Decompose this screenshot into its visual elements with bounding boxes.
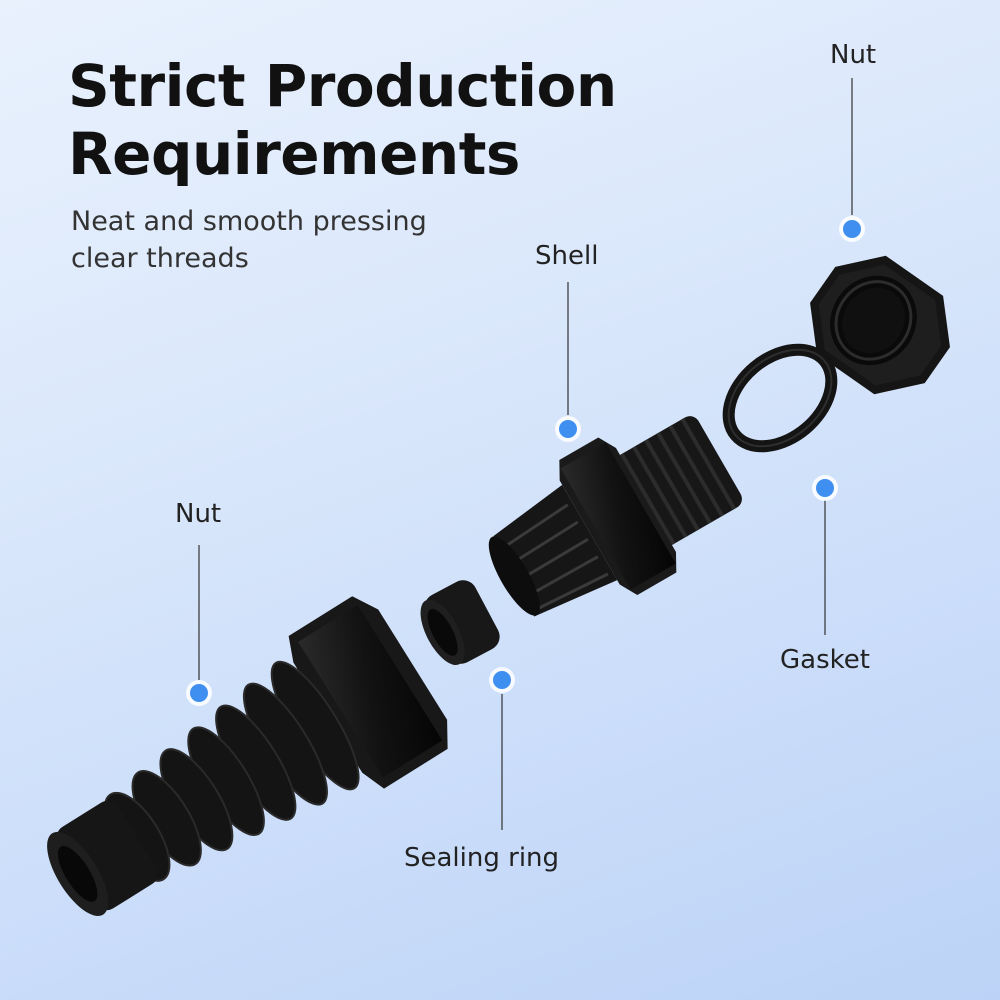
dot-sealing-ring (493, 671, 511, 689)
label-nut-top: Nut (830, 40, 877, 70)
label-gasket: Gasket (780, 645, 870, 675)
dot-nut-left (190, 684, 208, 702)
dot-gasket (816, 479, 834, 497)
shell-part (488, 416, 742, 617)
sealing-ring-part (420, 580, 500, 665)
subheadline-line-1: Neat and smooth pressing (71, 206, 427, 237)
dot-nut-top (843, 220, 861, 238)
headline-line-1: Strict Production (68, 52, 617, 120)
hex-nut-part (810, 255, 950, 395)
strain-relief-nut-part (47, 596, 448, 916)
headline: Strict Production Requirements (68, 52, 617, 188)
gasket-part (722, 343, 838, 453)
leader-lines (198, 78, 853, 830)
subheadline: Neat and smooth pressing clear threads (71, 203, 427, 277)
dot-shell (559, 420, 577, 438)
subheadline-line-2: clear threads (71, 243, 249, 274)
label-nut-left: Nut (175, 499, 222, 529)
label-shell: Shell (535, 241, 599, 271)
label-sealing-ring: Sealing ring (404, 843, 560, 873)
headline-line-2: Requirements (68, 120, 520, 188)
callout-dots (186, 216, 865, 706)
